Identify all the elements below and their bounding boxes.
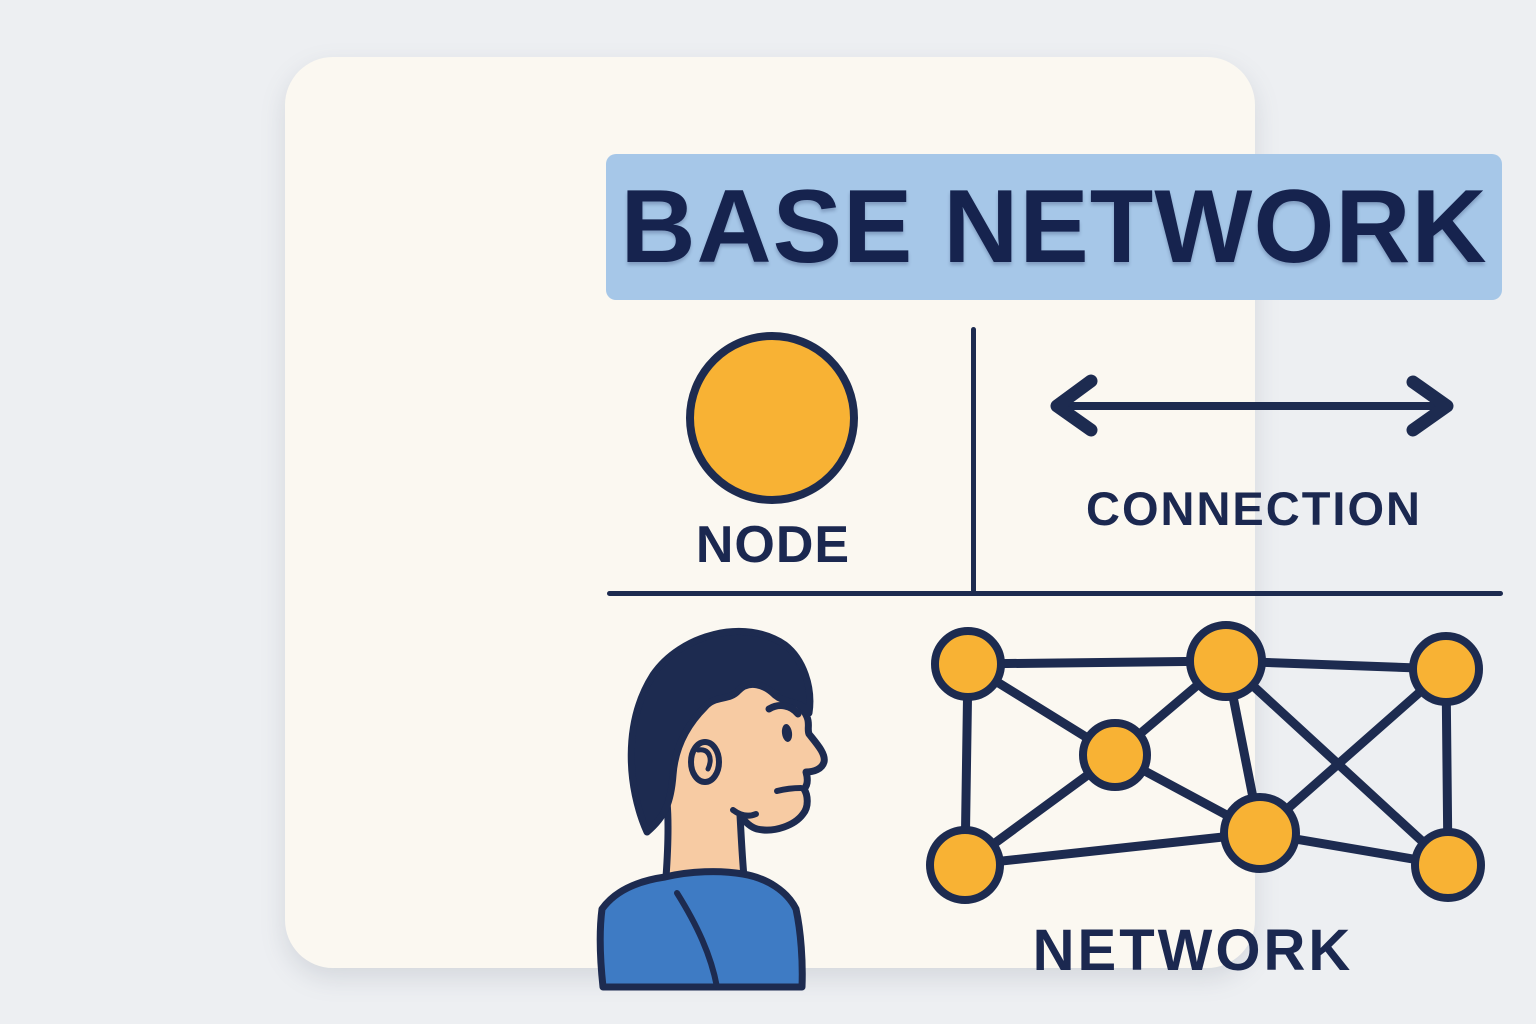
vertical-divider: [971, 327, 976, 593]
person-hair: [627, 628, 814, 836]
person-mouth: [774, 785, 804, 794]
network-label: NETWORK: [1032, 918, 1354, 983]
horizontal-divider: [607, 591, 1503, 596]
network-edge-top-left-top-middle: [963, 656, 1231, 669]
network-node-top-middle: [1186, 621, 1266, 701]
arrow-head-left: [1050, 374, 1098, 437]
double-arrow-icon: [1050, 374, 1454, 437]
page-title: BASE NETWORK: [620, 168, 1488, 285]
person-ear-inner: [695, 747, 713, 772]
network-node-mid-left: [1079, 719, 1151, 791]
person-jaw-line: [730, 807, 759, 819]
person-eye: [781, 724, 793, 742]
arrow-head-right: [1406, 375, 1454, 437]
network-node-top-left: [931, 627, 1005, 701]
node-label: NODE: [695, 516, 851, 574]
network-node-bottom-left: [926, 826, 1004, 904]
network-edge-top-right-bottom-center: [1255, 664, 1451, 838]
infographic-card: BASE NETWORK NODE CONNECTION NETWORK: [285, 57, 1503, 991]
network-node-bottom-right: [1411, 828, 1485, 902]
person-illustration: [596, 628, 828, 991]
network-edge-bottom-left-bottom-center: [960, 828, 1265, 870]
connection-label: CONNECTION: [1086, 482, 1422, 535]
person-eyebrow: [765, 702, 802, 718]
network-node-top-right: [1409, 632, 1483, 706]
node-circle-icon: [686, 332, 858, 504]
person-shirt: [596, 868, 806, 991]
network-graph: [926, 621, 1485, 904]
person-shirt-seam: [674, 890, 720, 990]
title-banner: BASE NETWORK: [606, 154, 1502, 300]
network-node-bottom-center: [1220, 793, 1300, 873]
